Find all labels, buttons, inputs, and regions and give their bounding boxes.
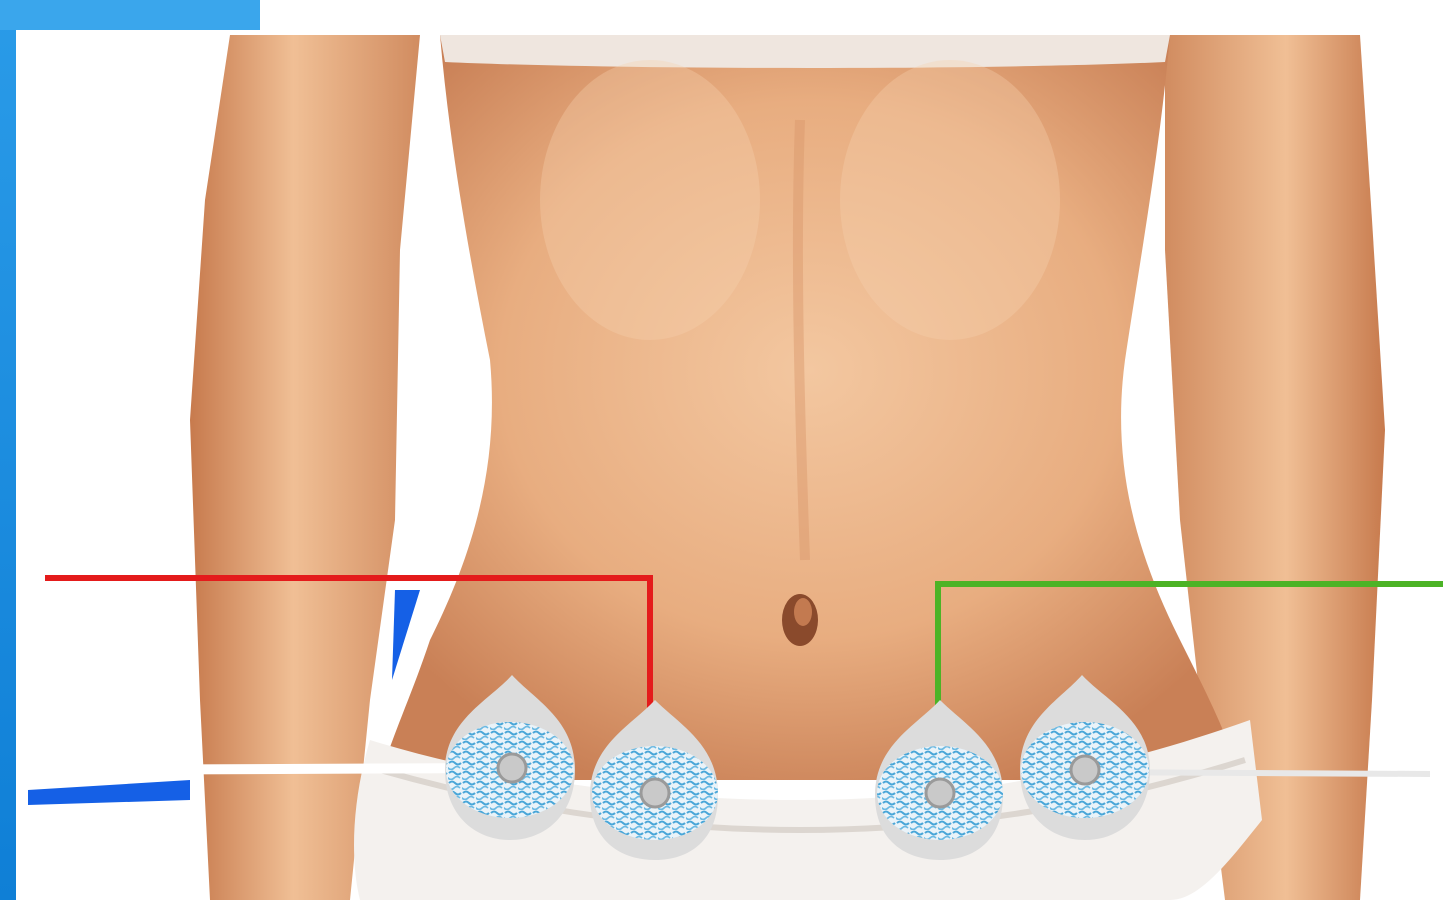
background-blue-top bbox=[0, 0, 260, 30]
bra-band bbox=[440, 35, 1170, 68]
navel-highlight bbox=[794, 598, 812, 626]
torso bbox=[380, 35, 1240, 780]
left-rib-highlight bbox=[540, 60, 760, 340]
background-blue-strip bbox=[0, 0, 16, 900]
right-rib-highlight bbox=[840, 60, 1060, 340]
wire-white-left bbox=[35, 768, 510, 770]
